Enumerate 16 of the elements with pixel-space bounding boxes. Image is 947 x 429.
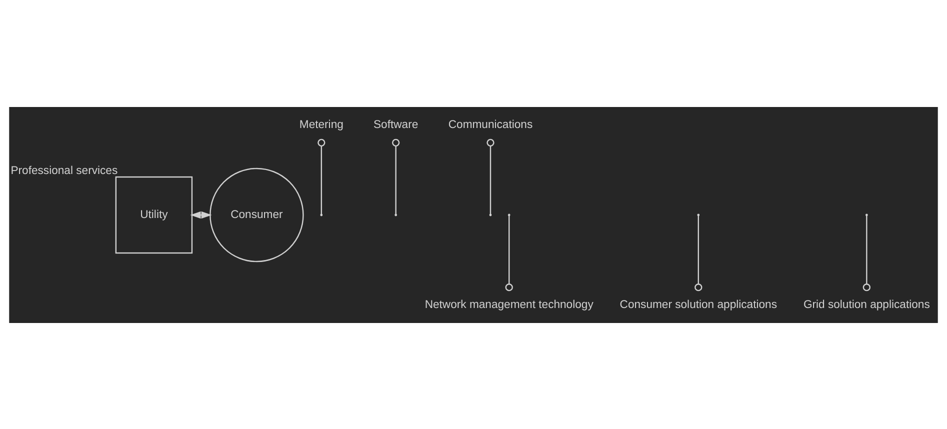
node-text: Communications <box>448 118 533 130</box>
node-text: Metering <box>299 118 344 130</box>
connector <box>395 145 396 214</box>
node-text: Grid solution applications <box>803 298 930 311</box>
connector <box>508 215 510 284</box>
connector <box>698 215 699 284</box>
node-circle: Consumer <box>210 167 304 262</box>
node-label: Professional services <box>10 164 118 176</box>
connector <box>320 145 322 214</box>
arrow <box>190 210 212 218</box>
connector <box>866 215 868 284</box>
node-text: Consumer solution applications <box>620 298 778 311</box>
node-box: Utility <box>115 176 193 254</box>
connector <box>490 145 492 214</box>
node-text: Network management technology <box>424 298 594 311</box>
node-text: Software <box>374 118 418 130</box>
